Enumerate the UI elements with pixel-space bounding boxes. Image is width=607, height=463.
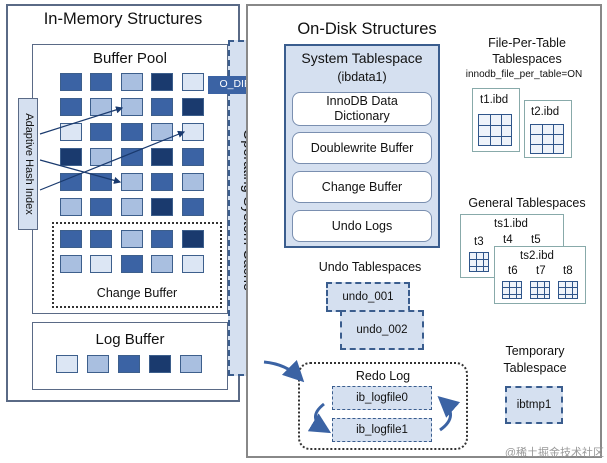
page-cell (121, 173, 143, 191)
data-dictionary-box: InnoDB Data Dictionary (292, 92, 432, 126)
ts2-t7-label: t7 (536, 265, 546, 277)
page-cell (151, 173, 173, 191)
page-cell (90, 230, 112, 248)
undo-logs-box: Undo Logs (292, 210, 432, 242)
ts1-t4-label: t4 (503, 234, 513, 246)
page-cell (182, 173, 204, 191)
page-cell (121, 198, 143, 216)
general-tablespaces-title: General Tablespaces (468, 196, 586, 210)
page-cell (60, 198, 82, 216)
file-per-table-title-1: File-Per-Table (488, 36, 566, 50)
t1-table-grid (478, 114, 512, 146)
page-cell (182, 230, 204, 248)
page-cell (151, 98, 173, 116)
adaptive-hash-index-box (18, 98, 38, 230)
page-cell (60, 123, 82, 141)
temporary-title-1: Temporary (505, 344, 565, 358)
ts1-t5-label: t5 (531, 234, 541, 246)
page-cell (90, 255, 112, 273)
log-buffer-title: Log Buffer (95, 331, 165, 348)
ts2-t6-label: t6 (508, 265, 518, 277)
file-per-table-title-2: Tablespaces (492, 52, 562, 66)
t2-table-grid (530, 124, 564, 154)
page-cell (182, 73, 204, 91)
ts1-t3-grid (469, 252, 489, 272)
page-cell (90, 173, 112, 191)
on-disk-title: On-Disk Structures (297, 20, 437, 38)
page-cell (151, 148, 173, 166)
system-tablespace-subtitle: (ibdata1) (337, 70, 387, 84)
page-cell (182, 255, 204, 273)
doublewrite-buffer-box: Doublewrite Buffer (292, 132, 432, 164)
page-cell (90, 198, 112, 216)
ibtmp1-file: ibtmp1 (505, 386, 563, 424)
ts2-t8-grid (558, 281, 578, 299)
temporary-title-2: Tablespace (503, 361, 567, 375)
log-cell (87, 355, 109, 373)
page-cell (90, 98, 112, 116)
page-cell (60, 230, 82, 248)
system-tablespace-title: System Tablespace (301, 50, 423, 66)
ib-logfile0-file: ib_logfile0 (332, 386, 432, 410)
page-cell (151, 230, 173, 248)
watermark: @稀土掘金技术社区 (504, 447, 604, 459)
page-cell (121, 123, 143, 141)
page-cell (121, 255, 143, 273)
page-cell (60, 73, 82, 91)
page-cell (182, 98, 204, 116)
t2-ibd-label: t2.ibd (531, 106, 560, 118)
page-cell (121, 73, 143, 91)
undo-002-file: undo_002 (340, 310, 424, 350)
page-cell (90, 73, 112, 91)
change-buffer-label: Change Buffer (96, 286, 178, 300)
change-buffer-disk-box: Change Buffer (292, 171, 432, 203)
ib-logfile1-file: ib_logfile1 (332, 418, 432, 442)
ts2-t8-label: t8 (563, 265, 573, 277)
ts1-t3-label: t3 (474, 236, 484, 248)
undo-tablespaces-title: Undo Tablespaces (318, 260, 422, 274)
page-cell (90, 123, 112, 141)
file-per-table-setting: innodb_file_per_table=ON (465, 69, 583, 80)
page-cell (182, 198, 204, 216)
page-cell (182, 148, 204, 166)
log-cell (149, 355, 171, 373)
log-cell (56, 355, 78, 373)
log-cell (118, 355, 140, 373)
page-cell (121, 230, 143, 248)
page-cell (151, 198, 173, 216)
in-memory-title: In-Memory Structures (43, 10, 203, 28)
redo-log-title: Redo Log (355, 369, 411, 383)
page-cell (151, 255, 173, 273)
page-cell (151, 73, 173, 91)
page-cell (60, 255, 82, 273)
ts1-ibd-label: ts1.ibd (494, 218, 528, 230)
page-cell (60, 148, 82, 166)
log-cell (180, 355, 202, 373)
page-cell (60, 98, 82, 116)
ts2-t7-grid (530, 281, 550, 299)
ts2-ibd-label: ts2.ibd (520, 250, 554, 262)
buffer-pool-title: Buffer Pool (93, 50, 167, 67)
ts2-t6-grid (502, 281, 522, 299)
t1-ibd-label: t1.ibd (480, 94, 509, 106)
